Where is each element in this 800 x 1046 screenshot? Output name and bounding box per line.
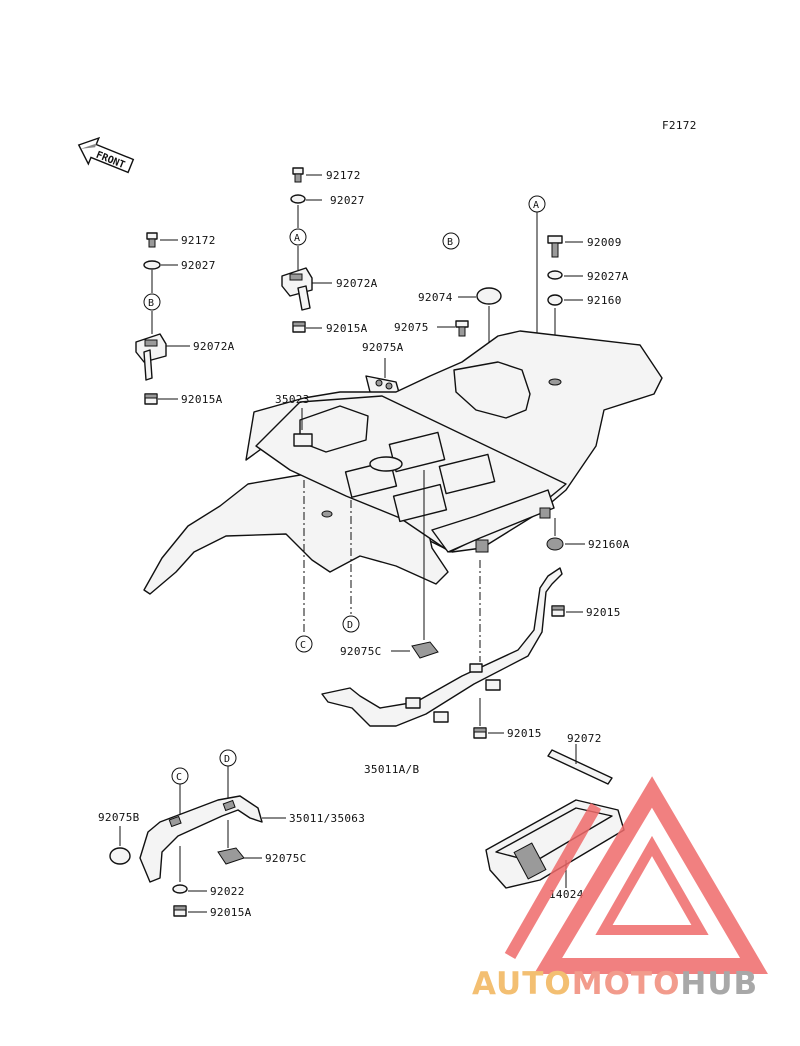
callout-d: D [342,615,360,633]
callout-b-left: B [143,293,161,311]
cap-icon [476,287,502,305]
rubber-mount-icon [546,537,564,551]
mount-rubber-group: 92160A 92015 [546,518,630,619]
lower-bracket-group: C D 35011/35063 92075B 92075C 92022 9201… [98,749,365,919]
grommet-icon [109,847,131,865]
part-number: 35011/35063 [289,812,365,825]
part-number: 92022 [210,885,245,898]
svg-text:C: C [300,640,306,651]
washer-icon [172,884,188,894]
part-number: 92027 [181,259,216,272]
part-number: 92075C [340,645,382,658]
bracket-clip-icon [135,333,167,381]
svg-text:C: C [176,772,182,783]
logo-text-moto: MOTO [572,966,681,1002]
part-number: 92015A [181,393,223,406]
part-number: 92072A [193,340,235,353]
part-number: 92160 [587,294,622,307]
part-number: 92015A [210,906,252,919]
part-number: 35023 [275,393,310,406]
bolt-icon [292,167,304,183]
rear-fender-assembly: 35023 C D [143,330,663,662]
part-number: 92172 [181,234,216,247]
callout-c: C [295,635,313,653]
part-number: 92075 [394,321,429,334]
part-number: 92015A [326,322,368,335]
callout-a-left: A [289,228,307,246]
strap-92072: 92072 [547,732,613,785]
grommet-icon [547,294,563,306]
washer-icon [143,260,161,270]
svg-text:D: D [224,754,230,765]
nut-icon [292,321,306,333]
part-number: 92074 [418,291,453,304]
washer-icon [290,194,306,204]
right-fastener-group: 92009 92027A 92160 [536,212,629,490]
part-number: 92072A [336,277,378,290]
front-arrow-icon: FRONT [77,136,135,174]
part-number: 92075A [362,341,404,354]
bolt-icon [547,235,563,258]
callout-c-lower: C [171,767,189,785]
svg-text:B: B [447,237,453,248]
logo-text-hub: HUB [680,966,758,1002]
bracket-group-a: 92172 92027 92072A 92015A [281,167,378,335]
part-number: 92027 [330,194,365,207]
part-number: 92009 [587,236,622,249]
nut-icon [144,393,158,405]
automotohub-logo: AUTOMOTOHUB [472,776,768,1002]
callout-d-lower: D [219,749,237,767]
part-number: 35011A/B [364,763,419,776]
part-number: 92072 [567,732,602,745]
clip-92075a: 92075A [362,341,404,397]
logo-text: AUTOMOTOHUB [472,966,758,1002]
part-number: 14024 [549,888,584,901]
bracket-group-b: 92172 92027 92072A 92015A [135,232,235,406]
svg-text:A: A [533,200,539,211]
stay-35011ab: 92015 35011A/B [321,567,563,776]
part-number: 92075B [98,811,140,824]
part-number: 92015 [507,727,542,740]
svg-text:A: A [294,233,300,244]
part-number: 92160A [588,538,630,551]
part-number: 92075C [265,852,307,865]
bolt-icon [146,232,158,248]
washer-icon [547,270,563,280]
part-number: 92172 [326,169,361,182]
svg-text:B: B [148,298,154,309]
svg-text:D: D [347,620,353,631]
callout-b-ref: B [442,232,460,250]
bracket-clip-icon [281,267,313,311]
pad-92075c: 92075C [340,641,439,659]
callout-a-right: A [528,195,546,213]
logo-triangle-icon [533,776,768,974]
part-number: 92015 [586,606,621,619]
figure-code: F2172 [662,119,697,132]
logo-text-auto: AUTO [472,966,572,1002]
nut-icon [173,905,187,917]
part-number: 92027A [587,270,629,283]
screw-icon [455,320,469,337]
